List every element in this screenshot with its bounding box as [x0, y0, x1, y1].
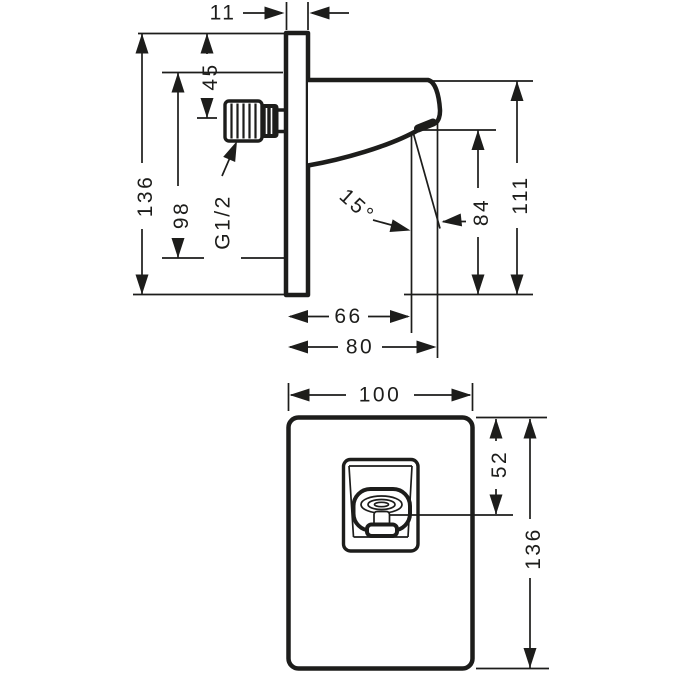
thread-lines: [230, 103, 257, 139]
dim-label-total-height: 136: [134, 175, 157, 218]
arrowhead-icon: [200, 33, 214, 54]
arrowhead-icon: [289, 388, 310, 402]
arrowhead-icon: [309, 6, 330, 20]
thread-size-label: G1/2: [212, 194, 235, 250]
spout-mouth: [414, 118, 437, 133]
arrowhead-icon: [200, 98, 214, 118]
dim-plate-thickness: 11: [210, 2, 349, 30]
angle-slant-line: [412, 131, 441, 229]
arrowhead-icon: [390, 310, 410, 323]
arrowhead-icon: [510, 274, 524, 295]
dim-label-plate-width: 100: [359, 384, 402, 407]
spout-opening-front: [341, 457, 420, 553]
dim-label-spout-top-height: 111: [509, 175, 532, 214]
dim-lower-span: 98: [170, 72, 193, 258]
opening-inner-wall: [348, 465, 413, 538]
arrowhead-icon: [451, 388, 472, 402]
dim-label-total-reach: 80: [346, 336, 374, 359]
arrowhead-icon: [489, 494, 503, 515]
arrowhead-icon: [471, 130, 485, 150]
arrowhead-icon: [510, 81, 524, 101]
dim-label-plate-thickness: 11: [210, 2, 237, 25]
dim-label-lower-span: 98: [170, 201, 193, 229]
dim-label-outlet-reach: 66: [334, 305, 362, 328]
connector-collar: [260, 104, 279, 138]
dim-outlet-from-top: 52: [488, 418, 511, 515]
arrowhead-icon: [171, 72, 185, 93]
extension-line: [287, 383, 474, 411]
outlet-ring-inner: [373, 501, 390, 508]
arrowhead-icon: [223, 140, 237, 162]
spout-profile: [307, 77, 443, 168]
extension-line: [285, 2, 309, 30]
dim-total-height: 136: [134, 33, 157, 295]
arrowhead-icon: [441, 213, 463, 227]
arrowhead-icon: [264, 6, 285, 20]
arrowhead-icon: [135, 33, 149, 54]
dim-spout-top-height: 111: [509, 81, 532, 295]
outlet-ring-mid: [367, 498, 396, 511]
dim-outlet-reach: 66: [288, 305, 410, 328]
wall-plate-side: [283, 30, 311, 298]
dim-upper-span: 45: [197, 33, 222, 119]
thread-label: G1/2: [212, 140, 237, 250]
side-view: 136 98 45 11 84: [133, 2, 533, 359]
arrowhead-icon: [416, 340, 437, 354]
arrowhead-icon: [288, 340, 308, 354]
dim-plate-width: 100: [287, 383, 474, 411]
dim-label-upper-span: 45: [199, 62, 222, 90]
arrowhead-icon: [523, 418, 537, 439]
arrowhead-icon: [523, 648, 537, 668]
arrowhead-icon: [471, 274, 485, 295]
dim-label-outlet-height: 84: [470, 198, 493, 226]
arrowhead-icon: [489, 418, 503, 439]
outlet-lip: [365, 522, 399, 538]
dim-label-outlet-from-top: 52: [488, 450, 511, 478]
thread-connector: [223, 99, 286, 143]
spout-outline: [307, 77, 443, 168]
arrowhead-icon: [288, 310, 308, 323]
arrowhead-icon: [389, 219, 411, 232]
arrowhead-icon: [135, 274, 149, 295]
dim-plate-height: 136: [522, 418, 545, 668]
arrowhead-icon: [171, 238, 185, 258]
dim-total-reach: 80: [288, 336, 437, 359]
dim-label-plate-height: 136: [522, 527, 545, 570]
front-view: 100 52 136: [286, 383, 549, 671]
angle-label: 15°: [335, 184, 380, 227]
collar-slits: [265, 108, 273, 134]
dim-outlet-height: 84: [470, 130, 493, 295]
